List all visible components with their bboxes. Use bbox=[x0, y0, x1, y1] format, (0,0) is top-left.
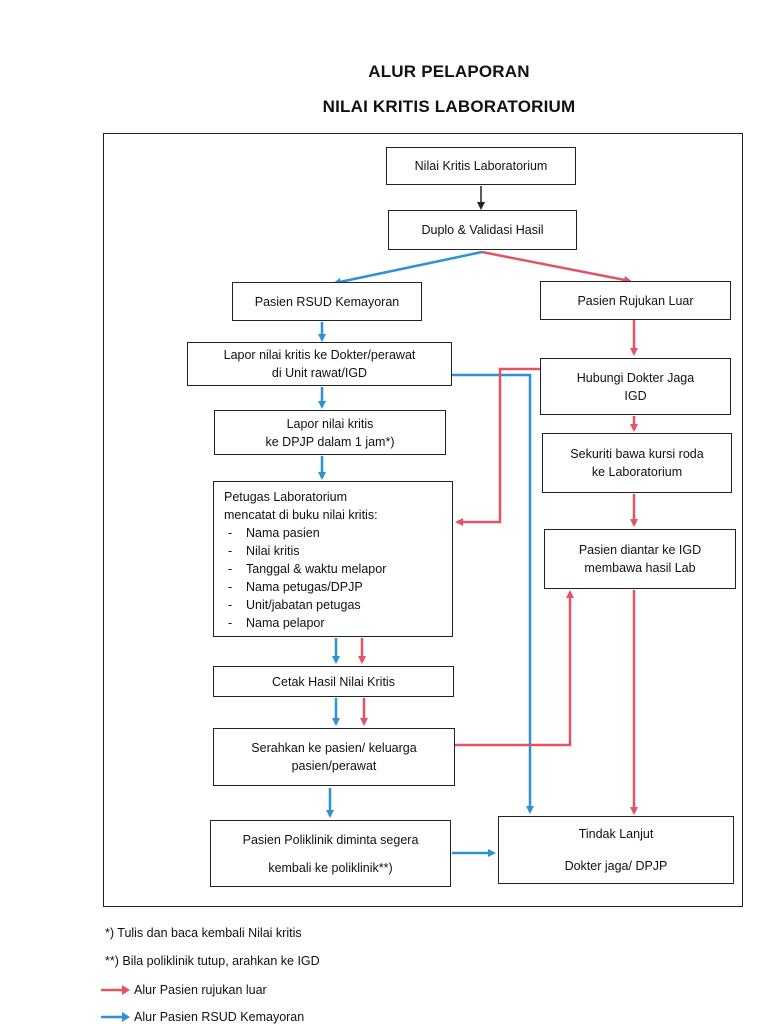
footnote-tulis: *) Tulis dan baca kembali Nilai kritis bbox=[105, 926, 302, 940]
box-tindak-lanjut-line2: Dokter jaga/ DPJP bbox=[564, 859, 668, 873]
petugas-item: Tanggal & waktu melapor bbox=[224, 560, 386, 578]
legend-red-label: Alur Pasien rujukan luar bbox=[134, 983, 267, 997]
footnote-poliklinik: **) Bila poliklinik tutup, arahkan ke IG… bbox=[105, 954, 320, 968]
box-cetak-hasil-label: Cetak Hasil Nilai Kritis bbox=[272, 674, 395, 689]
box-pasien-rujukan: Pasien Rujukan Luar bbox=[540, 281, 731, 320]
legend-red: Alur Pasien rujukan luar bbox=[100, 983, 267, 997]
box-serahkan-label: Serahkan ke pasien/ keluarga pasien/pera… bbox=[251, 741, 417, 773]
box-pasien-diantar: Pasien diantar ke IGD membawa hasil Lab bbox=[544, 529, 736, 589]
legend-red-arrow-icon bbox=[101, 985, 130, 995]
box-pasien-rsud-label: Pasien RSUD Kemayoran bbox=[254, 294, 400, 309]
box-lapor-dokter-label: Lapor nilai kritis ke Dokter/perawat di … bbox=[223, 348, 416, 380]
box-pasien-poliklinik-label: Pasien Poliklinik diminta segera kembali… bbox=[242, 832, 419, 875]
arrow-red-serahkan-to-diantar bbox=[455, 590, 574, 747]
box-lapor-dpjp: Lapor nilai kritis ke DPJP dalam 1 jam*) bbox=[214, 410, 446, 455]
box-hubungi-dokter: Hubungi Dokter Jaga IGD bbox=[540, 358, 731, 415]
box-duplo-validasi-label: Duplo & Validasi Hasil bbox=[421, 223, 544, 237]
box-pasien-rujukan-label: Pasien Rujukan Luar bbox=[577, 293, 694, 308]
petugas-item: Nama petugas/DPJP bbox=[224, 578, 386, 596]
petugas-item: Nama pelapor bbox=[224, 614, 386, 632]
box-pasien-poliklinik: Pasien Poliklinik diminta segera kembali… bbox=[210, 820, 451, 887]
arrow-red-duplo-to-rujukan bbox=[481, 250, 632, 284]
box-lapor-dokter: Lapor nilai kritis ke Dokter/perawat di … bbox=[187, 342, 452, 386]
legend-blue-label: Alur Pasien RSUD Kemayoran bbox=[134, 1010, 305, 1024]
box-tindak-lanjut: Tindak Lanjut Dokter jaga/ DPJP bbox=[498, 816, 734, 884]
legend-blue: Alur Pasien RSUD Kemayoran bbox=[100, 1010, 304, 1024]
page-title-line1: ALUR PELAPORAN bbox=[368, 62, 530, 81]
box-duplo-validasi: Duplo & Validasi Hasil bbox=[388, 210, 577, 250]
box-tindak-lanjut-line1: Tindak Lanjut bbox=[578, 827, 654, 841]
arrow-red-hubungi-to-petugas bbox=[455, 367, 540, 526]
box-pasien-rsud: Pasien RSUD Kemayoran bbox=[232, 282, 422, 321]
legend-blue-arrow-icon bbox=[101, 1012, 130, 1022]
petugas-item-list: Nama pasien Nilai kritis Tanggal & waktu… bbox=[224, 524, 386, 632]
box-petugas-heading: Petugas Laboratorium mencatat di buku ni… bbox=[224, 490, 378, 522]
flowchart-frame bbox=[103, 133, 743, 907]
box-hubungi-dokter-label: Hubungi Dokter Jaga IGD bbox=[576, 370, 695, 403]
box-sekuriti-label: Sekuriti bawa kursi roda ke Laboratorium bbox=[570, 447, 704, 479]
page-title-line2: NILAI KRITIS LABORATORIUM bbox=[322, 97, 576, 116]
box-petugas-lab: Petugas Laboratorium mencatat di buku ni… bbox=[213, 481, 453, 637]
petugas-item: Nilai kritis bbox=[224, 542, 386, 560]
petugas-item: Nama pasien bbox=[224, 524, 386, 542]
box-pasien-diantar-label: Pasien diantar ke IGD membawa hasil Lab bbox=[578, 543, 702, 575]
box-nilai-kritis: Nilai Kritis Laboratorium bbox=[386, 147, 576, 185]
box-cetak-hasil: Cetak Hasil Nilai Kritis bbox=[213, 666, 454, 697]
box-serahkan: Serahkan ke pasien/ keluarga pasien/pera… bbox=[213, 728, 455, 786]
box-nilai-kritis-label: Nilai Kritis Laboratorium bbox=[414, 159, 548, 173]
petugas-item: Unit/jabatan petugas bbox=[224, 596, 386, 614]
box-lapor-dpjp-label: Lapor nilai kritis ke DPJP dalam 1 jam*) bbox=[265, 416, 395, 449]
arrow-blue-duplo-to-rsud bbox=[333, 250, 483, 286]
box-sekuriti: Sekuriti bawa kursi roda ke Laboratorium bbox=[542, 433, 732, 493]
arrow-blue-lapor-to-tindak bbox=[452, 373, 534, 814]
